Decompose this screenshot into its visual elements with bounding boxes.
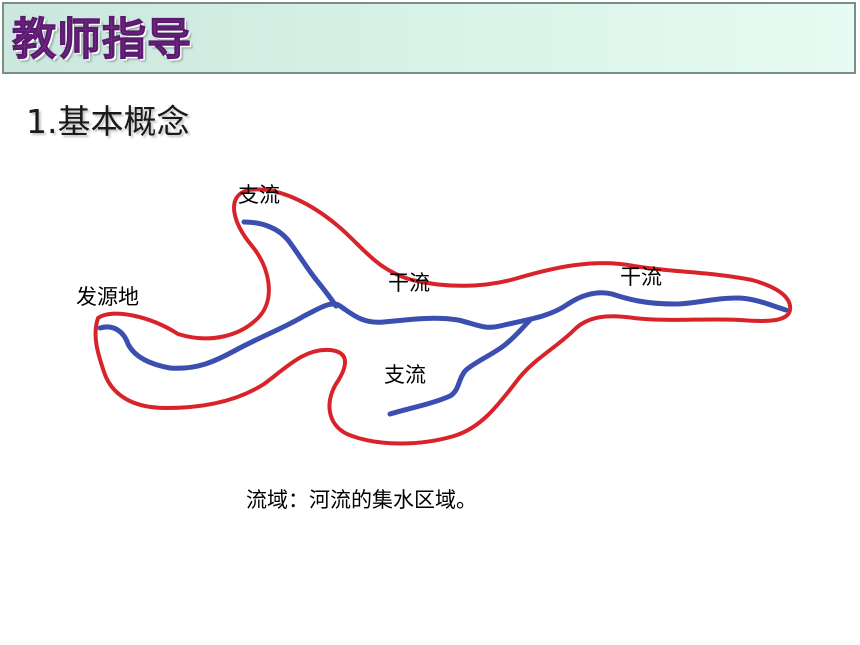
tributary-lower [387,317,533,417]
definition-text: 流域：河流的集水区域。 [246,488,477,512]
main-stream [97,290,789,371]
label-source: 发源地 [76,285,139,309]
label-tributary-top: 支流 [238,183,280,207]
header-bar: 教师指导 [2,2,856,74]
page-title: 教师指导 [12,14,192,66]
label-main-stream-middle: 干流 [388,271,430,295]
label-tributary-bottom: 支流 [384,363,426,387]
section-heading: 1.基本概念 [26,102,190,141]
tributary-upper [241,219,339,309]
label-main-stream-right: 干流 [620,265,662,289]
basin-outline [93,187,793,446]
